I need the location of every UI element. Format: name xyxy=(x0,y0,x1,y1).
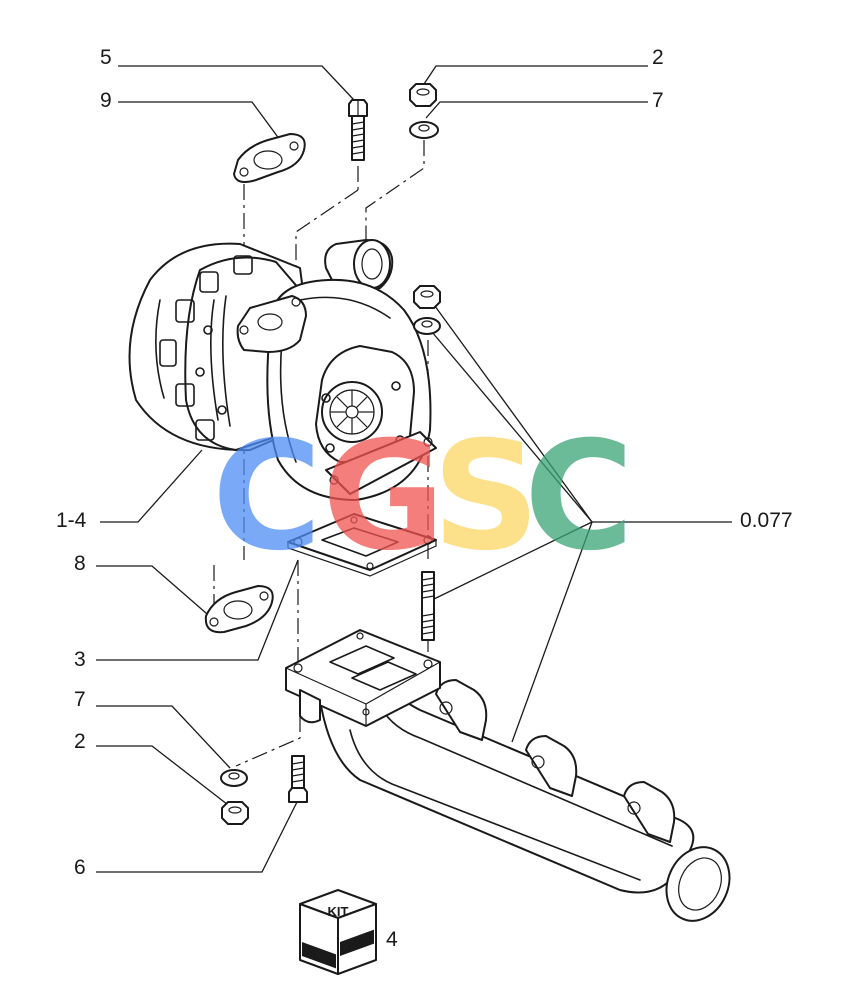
callout-5: 5 xyxy=(100,46,112,69)
leader-6 xyxy=(96,799,299,873)
leader-0077-manifold xyxy=(511,521,593,743)
watermark-letter-3: S xyxy=(432,410,540,584)
turbocharger-part-1-4 xyxy=(128,239,437,501)
axis-bottom-fasteners xyxy=(235,716,301,767)
callout-6: 6 xyxy=(74,856,86,879)
leader-lines xyxy=(96,65,732,873)
leader-2-bottom xyxy=(96,745,233,809)
leader-7-bottom xyxy=(96,705,231,769)
callout-3: 3 xyxy=(74,648,86,671)
leader-0077-stud xyxy=(431,521,593,601)
callout-2-top: 2 xyxy=(652,46,664,69)
washer-part-7-bottom xyxy=(220,769,248,787)
bolt-part-5 xyxy=(348,99,368,161)
watermark-letter-4: C xyxy=(524,410,634,584)
axis-nut-2-top xyxy=(365,140,425,244)
callout-1-4: 1-4 xyxy=(56,509,87,532)
callout-8: 8 xyxy=(74,552,86,575)
callout-4: 4 xyxy=(386,928,398,951)
washer-right-0077 xyxy=(413,317,441,335)
kit-label: KIT xyxy=(328,904,349,919)
callout-labels: 5 9 2 7 1-4 0.077 8 3 7 2 6 4 xyxy=(56,46,793,951)
nut-part-2-top xyxy=(409,83,437,107)
callout-7-top: 7 xyxy=(652,89,664,112)
callout-7-bottom: 7 xyxy=(74,688,86,711)
kit-box: KIT xyxy=(299,889,377,975)
leader-0077-nut xyxy=(431,301,593,523)
watermark-letter-1: C xyxy=(212,410,322,584)
watermark-letter-2: G xyxy=(322,410,445,584)
exhaust-manifold xyxy=(285,629,731,922)
leader-2-top xyxy=(423,65,648,85)
leader-9 xyxy=(118,101,281,141)
leader-1-4 xyxy=(100,449,203,523)
gasket-part-9 xyxy=(233,133,306,183)
leader-7-top xyxy=(425,101,648,119)
washer-part-7-top xyxy=(409,121,439,139)
callout-0077: 0.077 xyxy=(740,509,793,532)
bolt-part-6 xyxy=(288,755,308,803)
leader-8 xyxy=(96,565,215,621)
callout-9: 9 xyxy=(100,89,112,112)
stud-right-0077 xyxy=(421,571,435,641)
watermark-logo: C G S C xyxy=(212,410,634,584)
gasket-plate-part-3 xyxy=(287,513,437,577)
nut-part-2-bottom xyxy=(221,801,249,825)
nut-right-0077 xyxy=(413,285,441,309)
leader-0077-washer xyxy=(431,331,593,523)
callout-2-bottom: 2 xyxy=(74,730,86,753)
gasket-part-8 xyxy=(204,585,274,634)
leader-5 xyxy=(118,65,355,101)
leader-3 xyxy=(96,559,299,661)
